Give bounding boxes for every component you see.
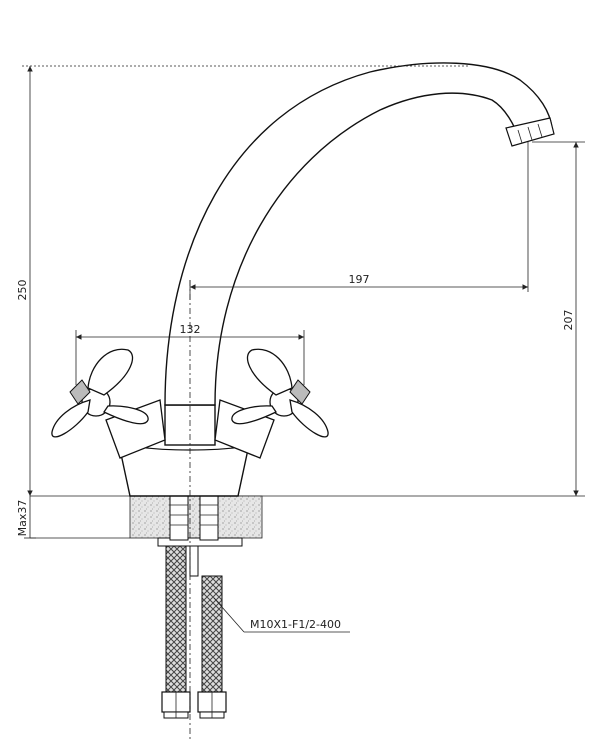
dim-250-label: 250 [16, 280, 29, 301]
dim-207-label: 207 [562, 310, 575, 331]
handle-right [231, 348, 329, 438]
hose-right [201, 575, 223, 695]
dim-197-label: 197 [349, 273, 370, 286]
center-stud [189, 545, 199, 577]
dim-max37-label: Max37 [16, 500, 29, 537]
valve-right [214, 399, 275, 459]
spout [164, 62, 553, 406]
hose-leader [213, 597, 245, 633]
hose-spec-label: M10X1-F1/2-400 [250, 618, 341, 631]
handle-left [51, 348, 149, 438]
valve-left [105, 399, 166, 459]
aerator [505, 117, 555, 147]
fitting-right [199, 495, 219, 541]
dim-132-label: 132 [180, 323, 201, 336]
fitting-left [169, 495, 189, 541]
hose-left [165, 545, 187, 695]
countertop-section [129, 495, 263, 539]
